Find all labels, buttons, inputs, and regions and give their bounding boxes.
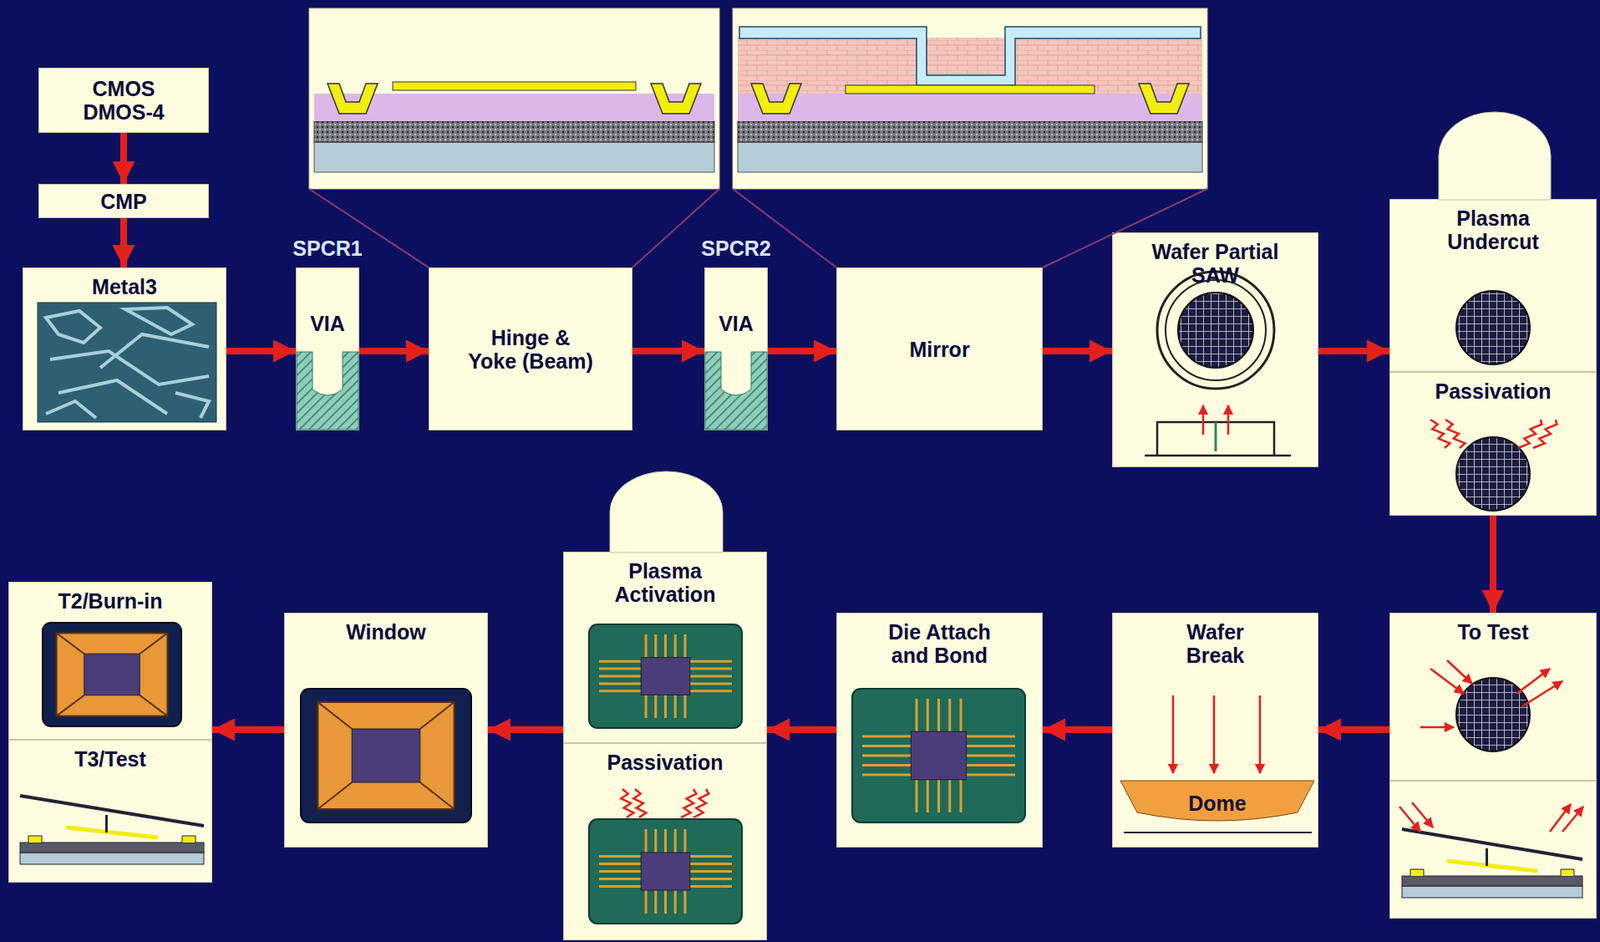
process-box: T3/Test [8, 739, 213, 883]
via-step-box: SPCR2VIA [704, 267, 768, 431]
small-arrow [1430, 668, 1464, 694]
break-arrow [1172, 695, 1175, 773]
plasma-squiggle [680, 788, 696, 818]
small-arrow [1549, 803, 1571, 832]
small-arrow [1412, 802, 1433, 828]
wafer [1456, 436, 1530, 511]
plasma-squiggle [620, 788, 634, 818]
flow-arrow [120, 132, 127, 184]
small-arrow [1447, 660, 1473, 684]
part-label: Dome [1188, 791, 1246, 816]
metal3-layout [37, 302, 217, 422]
process-box: Plasma Undercut [1389, 198, 1597, 372]
hinge-cross-section [309, 8, 720, 189]
flow-arrow [212, 726, 285, 733]
flow-arrow [120, 218, 127, 268]
step-label: VIA [309, 311, 346, 336]
step-label: Window [345, 619, 427, 644]
step-label: T3/Test [74, 746, 147, 771]
process-box: CMOS DMOS-4 [38, 67, 209, 133]
chip-package [852, 688, 1026, 823]
chip-package [589, 624, 742, 728]
process-box: Window [284, 612, 488, 848]
process-box: To Test [1389, 612, 1597, 919]
break-arrow [1213, 695, 1216, 773]
small-arrow [1562, 806, 1584, 832]
wafer [1178, 292, 1254, 368]
via-hatch [296, 351, 359, 430]
step-label: Wafer Break [1173, 619, 1258, 667]
plasma-squiggle [1430, 419, 1450, 448]
process-box: Passivation [563, 742, 767, 940]
flow-arrow [767, 347, 837, 355]
step-label: Mirror [909, 337, 970, 361]
plasma-squiggle [693, 788, 709, 818]
chip-package [589, 818, 742, 924]
step-label: T2/Burn-in [58, 589, 163, 613]
break-arrow [1259, 695, 1262, 773]
process-box: Die Attach and Bond [836, 612, 1043, 848]
leader-lines [309, 188, 1208, 268]
step-label: Metal3 [91, 274, 158, 299]
process-box: T2/Burn-in [8, 581, 213, 740]
step-label: To Test [1457, 619, 1529, 644]
plasma-squiggle [1445, 419, 1465, 448]
window-package [42, 622, 182, 727]
process-box: Metal3 [22, 267, 227, 431]
flow-arrow [1042, 347, 1113, 355]
flow-arrow [487, 726, 564, 733]
small-arrow [1522, 680, 1563, 707]
via-hatch [705, 351, 767, 430]
step-label: VIA [718, 311, 754, 336]
step-heading: SPCR1 [292, 236, 362, 260]
panel-divider [1389, 779, 1597, 782]
via-step-box: SPCR1VIA [295, 267, 360, 431]
process-box: Hinge & Yoke (Beam) [428, 267, 633, 431]
step-label: Plasma Undercut [1430, 206, 1556, 254]
flow-arrow [1489, 515, 1497, 613]
step-label: Passivation [607, 750, 724, 774]
dome-shape [1120, 780, 1315, 821]
saw-ring [1144, 271, 1291, 456]
flow-arrow [1042, 726, 1113, 733]
chamber-dome [609, 471, 723, 553]
step-label: Plasma Activation [598, 558, 732, 606]
window-package [300, 688, 472, 823]
step-label: Die Attach and Bond [868, 619, 1011, 667]
plasma-squiggle [1518, 419, 1542, 448]
mirror-cross-section [732, 8, 1208, 189]
flow-arrow [1318, 347, 1390, 355]
tilted-mirror [1401, 828, 1583, 898]
tilted-mirror [20, 795, 204, 864]
step-label: CMP [100, 189, 148, 214]
step-label: Hinge & Yoke (Beam) [467, 325, 594, 373]
step-heading: SPCR2 [700, 236, 771, 260]
small-arrow [1516, 668, 1550, 694]
small-arrow [1399, 806, 1421, 832]
step-label: CMOS DMOS-4 [69, 76, 178, 124]
process-box: CMP [38, 183, 209, 219]
process-box: Passivation [1389, 371, 1597, 516]
plasma-squiggle [1533, 419, 1557, 448]
flow-arrow [1318, 726, 1390, 733]
chamber-dome [1438, 111, 1551, 200]
wafer [1456, 677, 1530, 752]
wafer [1456, 290, 1530, 365]
process-box: Wafer Partial SAW [1112, 232, 1319, 468]
flow-arrow [359, 347, 429, 355]
process-box: Plasma Activation [563, 551, 767, 743]
step-label: Passivation [1435, 379, 1552, 403]
process-box: Mirror [836, 267, 1043, 431]
flow-arrow [226, 347, 296, 355]
small-arrow [1227, 405, 1230, 435]
flow-arrow [766, 726, 837, 733]
small-arrow [1420, 726, 1454, 729]
flow-arrow [632, 347, 705, 355]
plasma-squiggle [633, 788, 646, 818]
small-arrow [1202, 405, 1205, 435]
step-label: Wafer Partial SAW [1148, 239, 1283, 287]
